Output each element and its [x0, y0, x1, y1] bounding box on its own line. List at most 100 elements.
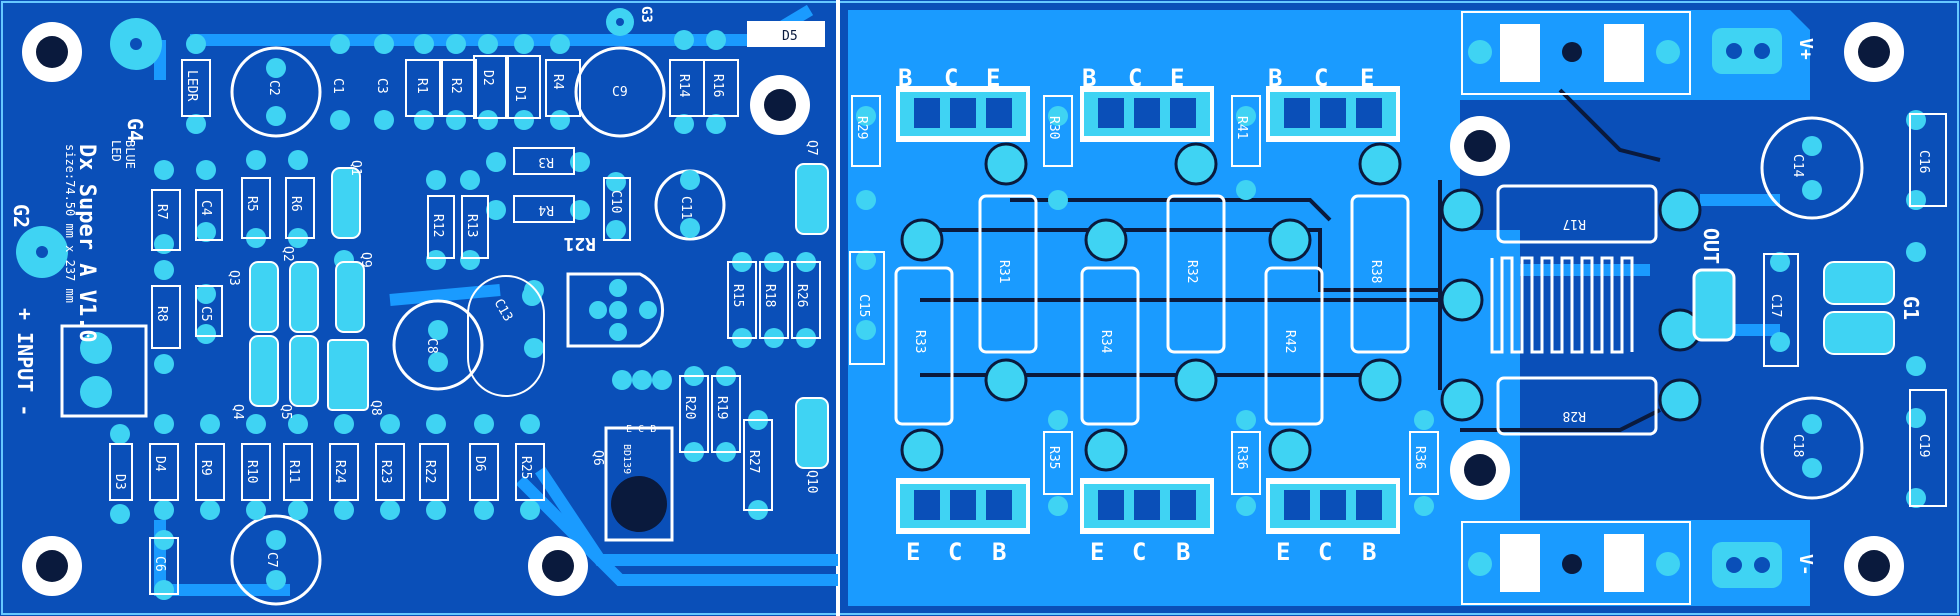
r32-label: R32 [1184, 260, 1199, 283]
r41-label: R41 [1234, 116, 1249, 139]
mount-hole-m1 [750, 75, 810, 135]
r18-label: R18 [762, 284, 777, 307]
r22-label: R22 [422, 460, 437, 483]
c19-label: C19 [1916, 434, 1931, 457]
c6-label: C6 [152, 556, 167, 572]
bd139-label: BD139 [621, 444, 632, 474]
r28-label: R28 [1563, 408, 1586, 423]
q3-label: Q3 [226, 270, 241, 286]
c7-label: C7 [264, 552, 279, 568]
r25-label: R25 [518, 456, 533, 479]
vplus-label: V+ [1795, 38, 1816, 60]
q6-body [604, 426, 674, 542]
r35-label: R35 [1046, 446, 1061, 469]
pin-e-t2: E [1170, 64, 1184, 92]
input-label: + INPUT - [13, 308, 37, 416]
ledr-label: LEDR [184, 70, 199, 101]
r14-label: R14 [676, 74, 691, 98]
output-transistors [896, 86, 1400, 534]
r39-label: R36 [1412, 446, 1427, 469]
g2-label: G2 [9, 204, 33, 228]
r1-label: R1 [414, 78, 429, 94]
small-transistors [249, 163, 829, 469]
input-pad-1 [80, 332, 112, 364]
r30-label: R30 [1046, 116, 1061, 139]
cap-outlines [230, 46, 1864, 606]
d5-label: D5 [782, 29, 798, 44]
c17-label: C17 [1768, 294, 1783, 317]
r12-label: R12 [430, 214, 445, 237]
r36-label: R36 [1234, 446, 1249, 469]
led-note: LED [109, 140, 123, 162]
transistor-bot-3 [1266, 478, 1400, 534]
r21-trimmer [566, 272, 664, 348]
r23-label: R23 [378, 460, 393, 483]
r17-outline [1496, 184, 1658, 244]
r2-label: R2 [448, 78, 463, 94]
g3-label: G3 [638, 6, 654, 23]
output-inductor-coil [1490, 256, 1634, 354]
mount-hole-r2 [1450, 440, 1510, 500]
q6-pins [612, 370, 672, 390]
c5-label: C5 [198, 306, 213, 322]
pin-e-b2: E [1090, 538, 1104, 566]
pin-b-t3: B [1268, 64, 1282, 92]
g1-pads [1823, 261, 1895, 355]
mounting-holes [22, 22, 1904, 596]
c8-label: C8 [424, 338, 439, 354]
mount-hole-bl [22, 536, 82, 596]
r21-pins [589, 279, 657, 341]
mount-hole-tl [22, 22, 82, 82]
resistor-outlines [109, 21, 1947, 595]
r15-label: R15 [730, 284, 745, 307]
r38-label: R38 [1368, 260, 1383, 283]
r10-label: R10 [244, 460, 259, 483]
transistor-bot-1 [896, 478, 1030, 534]
board-size: size:74.50 mm x 237 mm [63, 144, 77, 303]
r27-label: R27 [746, 450, 761, 473]
r29-label: R29 [854, 116, 869, 139]
c14-label: C14 [1790, 154, 1805, 178]
board-title: Dx Super A V1.0 [74, 144, 99, 343]
r31-label: R31 [996, 260, 1011, 283]
pin-b-t2: B [1082, 64, 1096, 92]
mount-hole-br [1844, 536, 1904, 596]
input-pad-2 [80, 376, 112, 408]
r34-label: R34 [1098, 330, 1113, 354]
q6-hole [611, 476, 667, 532]
q4-label: Q4 [230, 404, 245, 420]
r4a-label: R4 [550, 74, 565, 90]
c9-label: C9 [612, 85, 628, 100]
pin-e-b3: E [1276, 538, 1290, 566]
q6-label: Q6 [590, 450, 605, 466]
q1-label: Q1 [348, 160, 363, 176]
c15-label: C15 [856, 294, 871, 317]
r21-label: R21 [563, 233, 596, 254]
vminus-label: V- [1795, 554, 1816, 576]
pin-e-b1: E [906, 538, 920, 566]
power-pads [900, 142, 1702, 472]
r26-label: R26 [794, 284, 809, 307]
vminus-fuse-block [1461, 521, 1782, 605]
transistor-top-1 [896, 86, 1030, 142]
c11-label: C11 [678, 196, 693, 219]
d1-label: D1 [512, 86, 527, 102]
q5-label: Q5 [278, 404, 293, 420]
d2-label: D2 [480, 70, 495, 86]
q10-label: Q10 [804, 470, 819, 493]
g1-label: G1 [1899, 296, 1923, 320]
pin-c-t1: C [944, 64, 958, 92]
mount-hole-r1 [1450, 116, 1510, 176]
q2-label: Q2 [280, 246, 295, 262]
c2-label: C2 [266, 80, 281, 96]
pin-c-b3: C [1318, 538, 1332, 566]
r5-label: R5 [244, 196, 259, 212]
emitter-resistor-outlines [894, 194, 1410, 426]
r16-label: R16 [710, 74, 725, 97]
q7-label: Q7 [804, 140, 819, 156]
transistor-top-3 [1266, 86, 1400, 142]
pin-b-b1: B [992, 538, 1006, 566]
mount-hole-m2 [528, 536, 588, 596]
